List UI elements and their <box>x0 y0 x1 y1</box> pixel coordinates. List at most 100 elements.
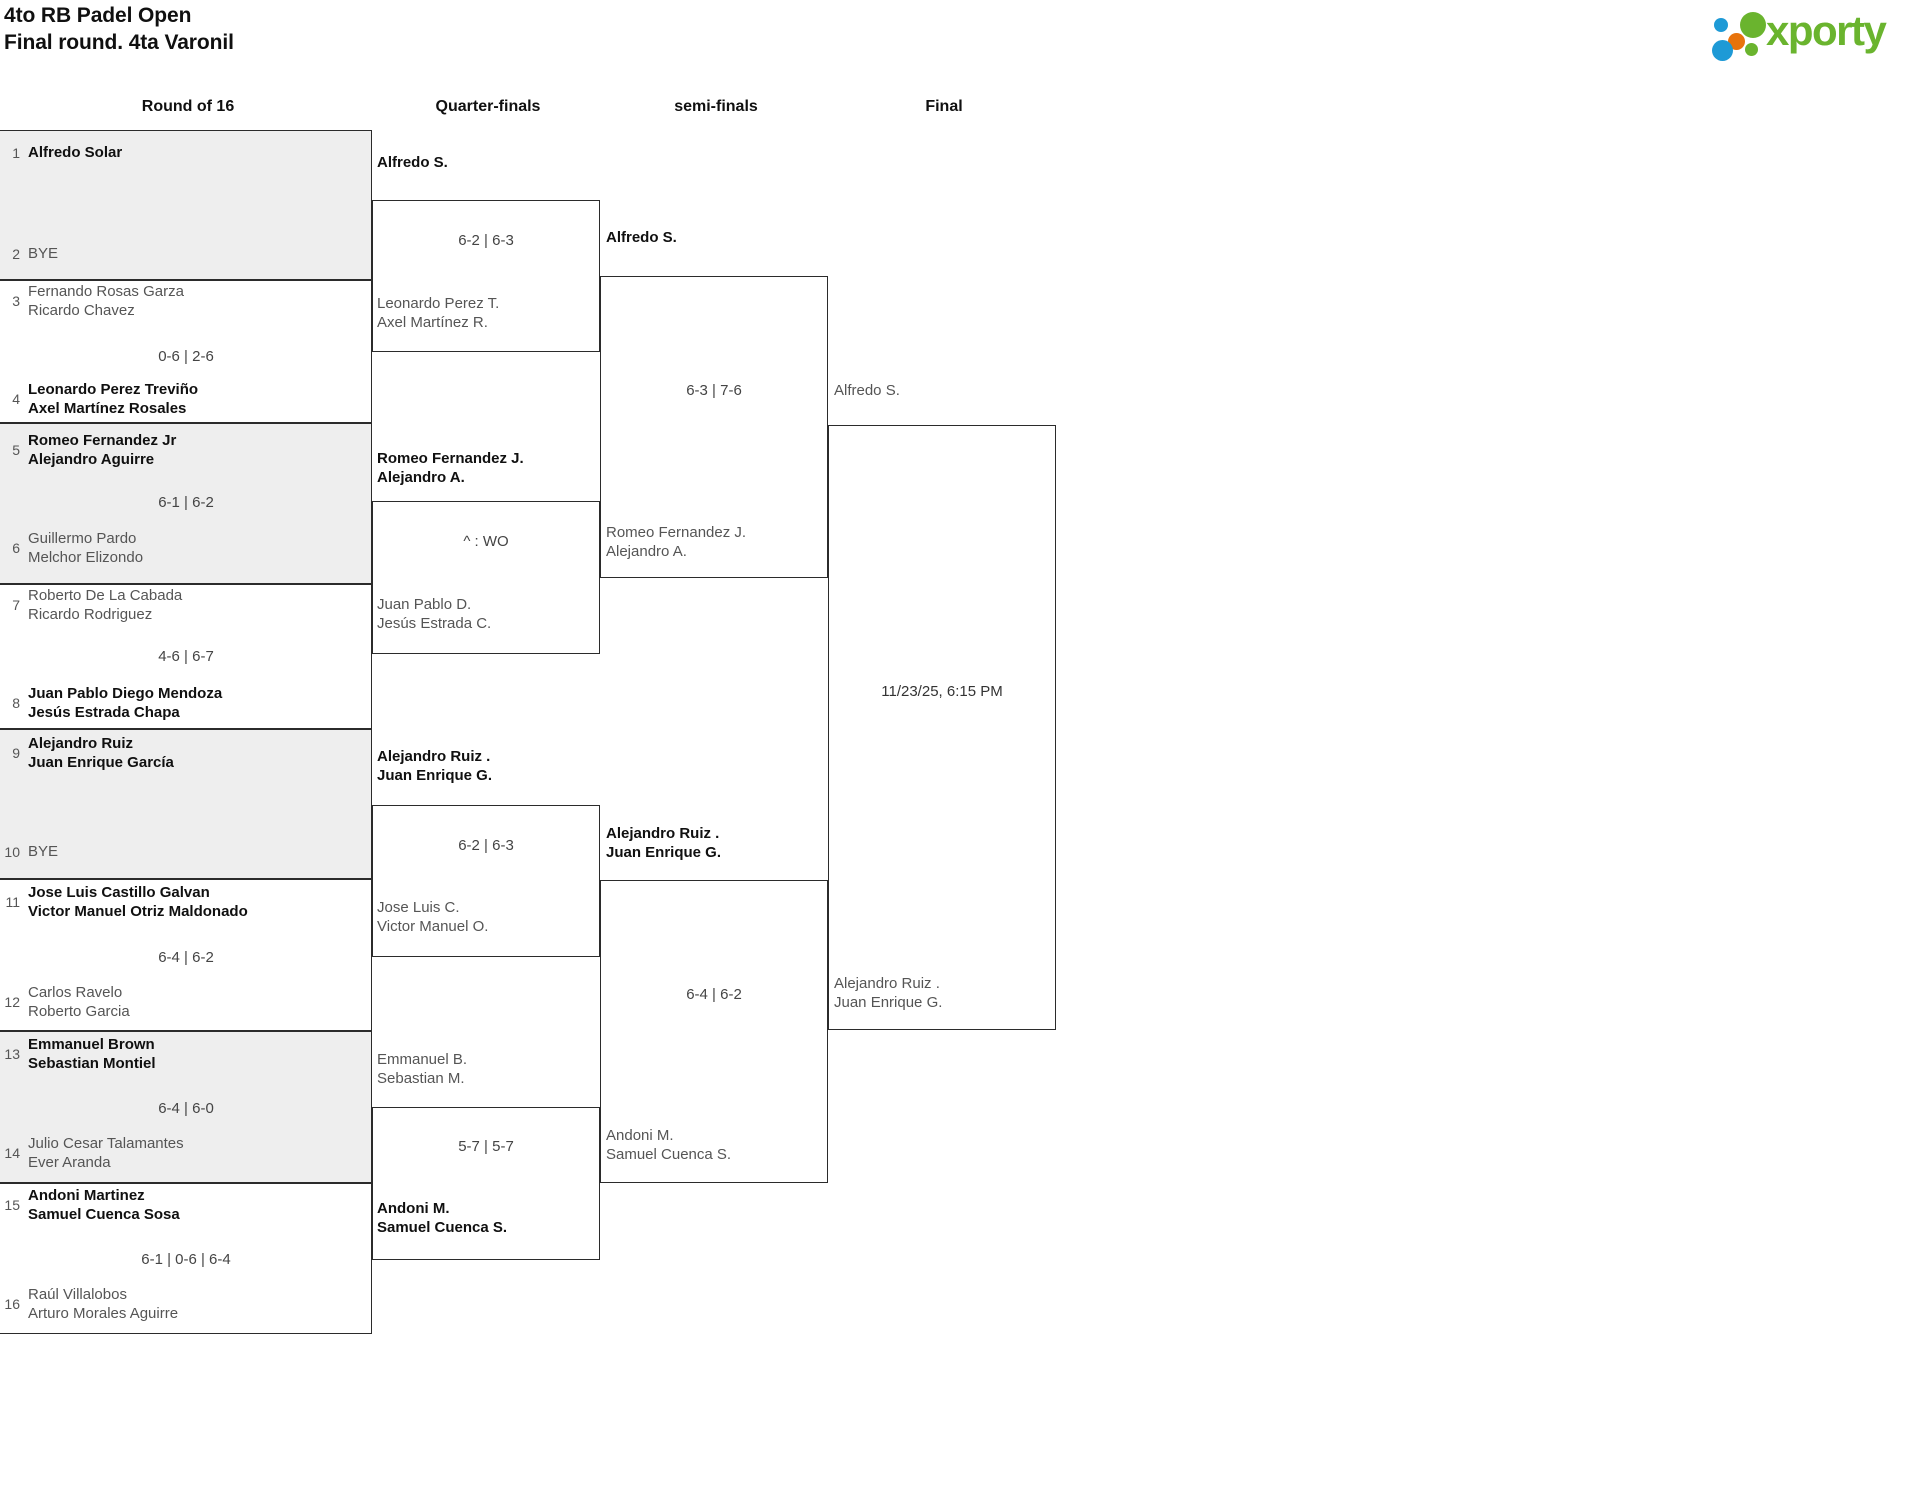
r16-seed-row[interactable]: 16 Raúl Villalobos Arturo Morales Aguirr… <box>0 1284 372 1324</box>
qf-match-score: 6-2 | 6-3 <box>458 837 514 854</box>
qf-match-box[interactable] <box>372 1107 600 1260</box>
r16-match[interactable] <box>0 423 372 584</box>
qf-losing-team: Leonardo Perez T. Axel Martínez R. <box>377 295 500 332</box>
logo-dot-blue-large-icon <box>1712 40 1733 61</box>
sf-losing-team: Romeo Fernandez J. Alejandro A. <box>606 524 747 561</box>
r16-match[interactable] <box>0 280 372 423</box>
r16-seed-row[interactable]: 12 Carlos Ravelo Roberto Garcia <box>0 982 372 1022</box>
sf-match-score: 6-3 | 7-6 <box>686 382 742 399</box>
r16-match[interactable] <box>0 879 372 1031</box>
team-names: Alfredo Solar <box>28 144 123 162</box>
match-score: 4-6 | 6-7 <box>158 648 214 665</box>
r16-seed-row[interactable]: 4 Leonardo Perez Treviño Axel Martínez R… <box>0 379 372 419</box>
r16-seed-row[interactable]: 5 Romeo Fernandez Jr Alejandro Aguirre <box>0 430 372 470</box>
logo-dots-icon <box>1712 12 1772 61</box>
seed-number: 4 <box>12 391 20 407</box>
team-names: Guillermo Pardo Melchor Elizondo <box>28 529 144 566</box>
seed-number: 1 <box>12 145 20 161</box>
seed-number: 9 <box>12 745 20 761</box>
qf-match-score: 6-2 | 6-3 <box>458 232 514 249</box>
match-score: 0-6 | 2-6 <box>158 348 214 365</box>
round-header-quarter-finals: Quarter-finals <box>435 98 541 115</box>
seed-number: 2 <box>12 246 20 262</box>
page-header: 4to RB Padel Open Final round. 4ta Varon… <box>0 0 1920 72</box>
qf-advancing-team: Romeo Fernandez J. Alejandro A. <box>377 450 524 487</box>
r16-seed-row[interactable]: 3 Fernando Rosas Garza Ricardo Chavez <box>0 281 372 321</box>
final-team-top: Alfredo S. <box>834 382 900 399</box>
seed-number: 11 <box>5 894 20 910</box>
team-names: Carlos Ravelo Roberto Garcia <box>28 983 130 1020</box>
final-match-box[interactable] <box>828 425 1056 1030</box>
sf-match-box[interactable] <box>600 276 828 578</box>
qf-losing-team: Emmanuel B. Sebastian M. <box>377 1051 468 1088</box>
r16-match[interactable] <box>0 1183 372 1334</box>
xporty-logo[interactable]: xporty <box>1712 7 1912 61</box>
tournament-subtitle: Final round. 4ta Varonil <box>4 31 234 55</box>
r16-match[interactable] <box>0 584 372 729</box>
round-header-semi-finals: semi-finals <box>674 98 758 115</box>
team-names: BYE <box>28 843 59 861</box>
sf-match-score: 6-4 | 6-2 <box>686 986 742 1003</box>
round-header-final: Final <box>925 98 963 115</box>
team-names: Andoni Martinez Samuel Cuenca Sosa <box>28 1186 180 1223</box>
sf-losing-team: Andoni M. Samuel Cuenca S. <box>606 1127 732 1164</box>
r16-seed-row[interactable]: 6 Guillermo Pardo Melchor Elizondo <box>0 528 372 568</box>
match-score: 6-1 | 0-6 | 6-4 <box>141 1251 231 1268</box>
qf-advancing-team: Alejandro Ruiz . Juan Enrique G. <box>377 748 493 785</box>
team-names: Juan Pablo Diego Mendoza Jesús Estrada C… <box>28 684 223 721</box>
seed-number: 7 <box>12 597 20 613</box>
logo-wordmark: xporty <box>1766 7 1887 54</box>
r16-seed-row[interactable]: 10 BYE <box>0 832 372 872</box>
seed-number: 13 <box>4 1046 20 1062</box>
seed-number: 8 <box>12 695 20 711</box>
qf-advancing-team: Andoni M. Samuel Cuenca S. <box>377 1200 508 1237</box>
qf-match-box[interactable] <box>372 501 600 654</box>
sf-advancing-team: Alejandro Ruiz . Juan Enrique G. <box>606 825 722 862</box>
qf-losing-team: Jose Luis C. Victor Manuel O. <box>377 899 489 936</box>
seed-number: 12 <box>4 994 20 1010</box>
qf-match-box[interactable] <box>372 200 600 352</box>
tournament-title: 4to RB Padel Open Final round. 4ta Varon… <box>4 2 234 57</box>
logo-dot-blue-small-icon <box>1714 18 1728 32</box>
qf-match-box[interactable] <box>372 805 600 957</box>
r16-match[interactable] <box>0 1031 372 1183</box>
round-header-round-of-16: Round of 16 <box>141 98 235 115</box>
r16-seed-row[interactable]: 1 Alfredo Solar <box>0 133 372 173</box>
team-names: Raúl Villalobos Arturo Morales Aguirre <box>28 1285 179 1322</box>
r16-seed-row[interactable]: 14 Julio Cesar Talamantes Ever Aranda <box>0 1133 372 1173</box>
final-team-bottom: Alejandro Ruiz . Juan Enrique G. <box>834 975 943 1012</box>
qf-match-score: 5-7 | 5-7 <box>458 1138 514 1155</box>
r16-seed-row[interactable]: 15 Andoni Martinez Samuel Cuenca Sosa <box>0 1185 372 1225</box>
team-names: Roberto De La Cabada Ricardo Rodriguez <box>28 586 183 623</box>
seed-number: 6 <box>12 540 20 556</box>
match-score: 6-4 | 6-0 <box>158 1100 214 1117</box>
r16-seed-row[interactable]: 8 Juan Pablo Diego Mendoza Jesús Estrada… <box>0 683 372 723</box>
match-score: 6-4 | 6-2 <box>158 949 214 966</box>
team-names: Romeo Fernandez Jr Alejandro Aguirre <box>28 431 177 468</box>
seed-number: 10 <box>4 844 20 860</box>
logo-dot-green-large-icon <box>1740 12 1766 38</box>
logo-dot-green-small-icon <box>1745 43 1758 56</box>
r16-seed-row[interactable]: 2 BYE <box>0 234 372 274</box>
team-names: BYE <box>28 245 59 263</box>
final-datetime: 11/23/25, 6:15 PM <box>881 683 1003 700</box>
r16-match[interactable] <box>0 130 372 280</box>
r16-seed-row[interactable]: 7 Roberto De La Cabada Ricardo Rodriguez <box>0 585 372 625</box>
r16-seed-row[interactable]: 11 Jose Luis Castillo Galvan Victor Manu… <box>0 882 372 922</box>
qf-advancing-team: Alfredo S. <box>377 154 448 171</box>
seed-number: 3 <box>12 293 20 309</box>
r16-seed-row[interactable]: 13 Emmanuel Brown Sebastian Montiel <box>0 1034 372 1074</box>
seed-number: 5 <box>12 442 20 458</box>
team-names: Emmanuel Brown Sebastian Montiel <box>28 1035 156 1072</box>
sf-match-box[interactable] <box>600 880 828 1183</box>
qf-match-score: ^ : WO <box>463 533 509 550</box>
r16-match[interactable] <box>0 729 372 879</box>
sf-advancing-team: Alfredo S. <box>606 229 677 246</box>
team-names: Alejandro Ruiz Juan Enrique García <box>28 734 174 771</box>
match-score: 6-1 | 6-2 <box>158 494 214 511</box>
seed-number: 16 <box>4 1296 20 1312</box>
r16-seed-row[interactable]: 9 Alejandro Ruiz Juan Enrique García <box>0 733 372 773</box>
team-names: Leonardo Perez Treviño Axel Martínez Ros… <box>28 380 199 417</box>
qf-losing-team: Juan Pablo D. Jesús Estrada C. <box>377 596 492 633</box>
